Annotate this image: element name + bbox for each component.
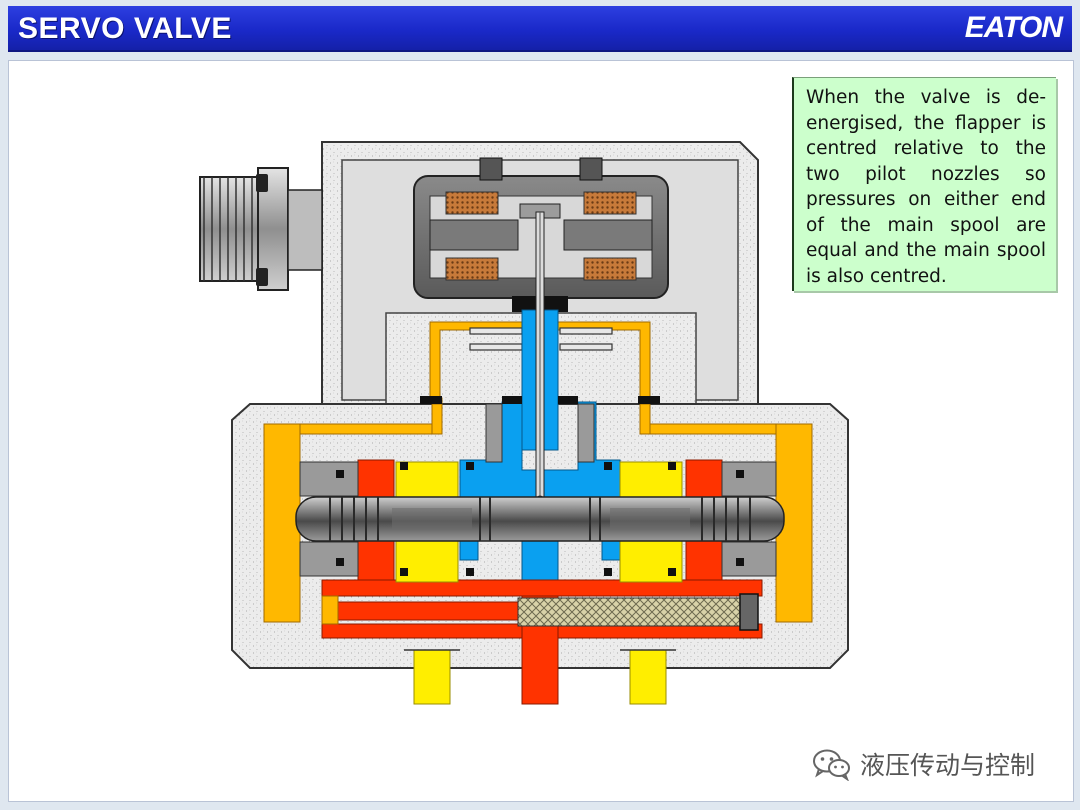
watermark-text: 液压传动与控制	[860, 751, 1036, 780]
page-title: SERVO VALVE	[18, 12, 232, 45]
flapper	[535, 211, 545, 505]
seals	[336, 396, 744, 576]
electrical-connector	[199, 167, 323, 291]
filter-element	[321, 593, 759, 631]
main-spool	[295, 496, 785, 542]
description-callout: When the valve is de-energised, the flap…	[792, 77, 1056, 291]
eaton-logo: EATON	[964, 11, 1063, 44]
header: SERVO VALVE EATON	[0, 0, 1080, 58]
watermark: 液压传动与控制	[812, 744, 1035, 784]
title-bar: SERVO VALVE EATON	[8, 6, 1072, 52]
wechat-icon	[813, 749, 850, 781]
spool-sleeve	[299, 403, 777, 577]
